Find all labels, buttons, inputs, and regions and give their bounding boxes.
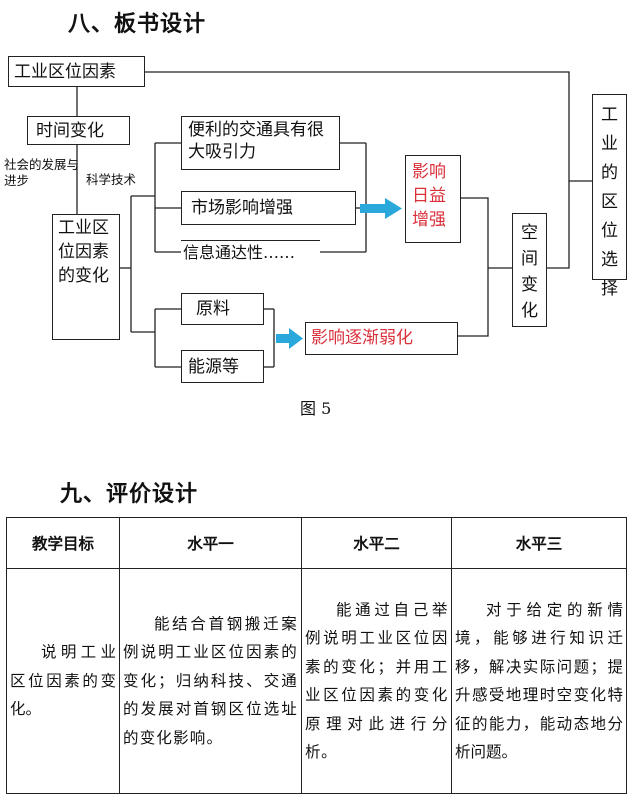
cell-level-two: 能通过自己举例说明工业区位因素的变化；并用工业区位因素的变化原理对此进行分析。 bbox=[301, 568, 452, 794]
cell-goal: 说明工业区位因素的变化。 bbox=[6, 568, 120, 794]
box-energy: 能源等 bbox=[181, 350, 264, 383]
figure-caption: 图 5 bbox=[300, 399, 332, 418]
table-row: 说明工业区位因素的变化。 能结合首钢搬迁案例说明工业区位因素的变化；归纳科技、交… bbox=[6, 568, 627, 794]
arrow-enhance bbox=[360, 198, 402, 219]
table-header-row: 教学目标 水平一 水平二 水平三 bbox=[6, 517, 627, 569]
box-influence-weakening: 影响逐渐弱化 bbox=[305, 322, 458, 355]
section-heading-evaluation-design: 九、评价设计 bbox=[60, 482, 199, 507]
evaluation-table: 教学目标 水平一 水平二 水平三 说明工业区位因素的变化。 能结合首钢搬迁案例说… bbox=[6, 517, 627, 794]
box-raw-materials: 原料 bbox=[181, 293, 264, 325]
header-level-one: 水平一 bbox=[119, 517, 302, 569]
header-level-three: 水平三 bbox=[451, 517, 627, 569]
box-market-influence: 市场影响增强 bbox=[181, 191, 356, 225]
header-level-two: 水平二 bbox=[301, 517, 452, 569]
label-science-technology: 科学技术 bbox=[86, 172, 137, 187]
box-time-change: 时间变化 bbox=[27, 116, 130, 145]
box-information-access: 信息通达性…… bbox=[181, 240, 320, 266]
cell-level-three: 对于给定的新情境，能够进行知识迁移，解决实际问题；提升感受地理时空变化特征的能力… bbox=[451, 568, 627, 794]
box-factor-change: 工业区位因素的变化 bbox=[52, 214, 120, 340]
label-social-development: 社会的发展与进步 bbox=[4, 157, 80, 188]
box-influence-increasing: 影响日益增强 bbox=[405, 155, 461, 243]
box-transport-attraction: 便利的交通具有很大吸引力 bbox=[181, 116, 340, 170]
box-industry-location-choice: 工业的区位选择 bbox=[592, 94, 627, 299]
box-spatial-change: 空间变化 bbox=[512, 213, 547, 327]
box-industrial-location-factors: 工业区位因素 bbox=[8, 56, 145, 87]
header-teaching-goal: 教学目标 bbox=[6, 517, 120, 569]
diagram-connectors bbox=[76, 71, 592, 368]
arrow-weaken bbox=[276, 328, 303, 349]
section-heading-board-design: 八、板书设计 bbox=[68, 12, 207, 37]
cell-level-one: 能结合首钢搬迁案例说明工业区位因素的变化；归纳科技、交通的发展对首钢区位选址的变… bbox=[119, 568, 302, 794]
